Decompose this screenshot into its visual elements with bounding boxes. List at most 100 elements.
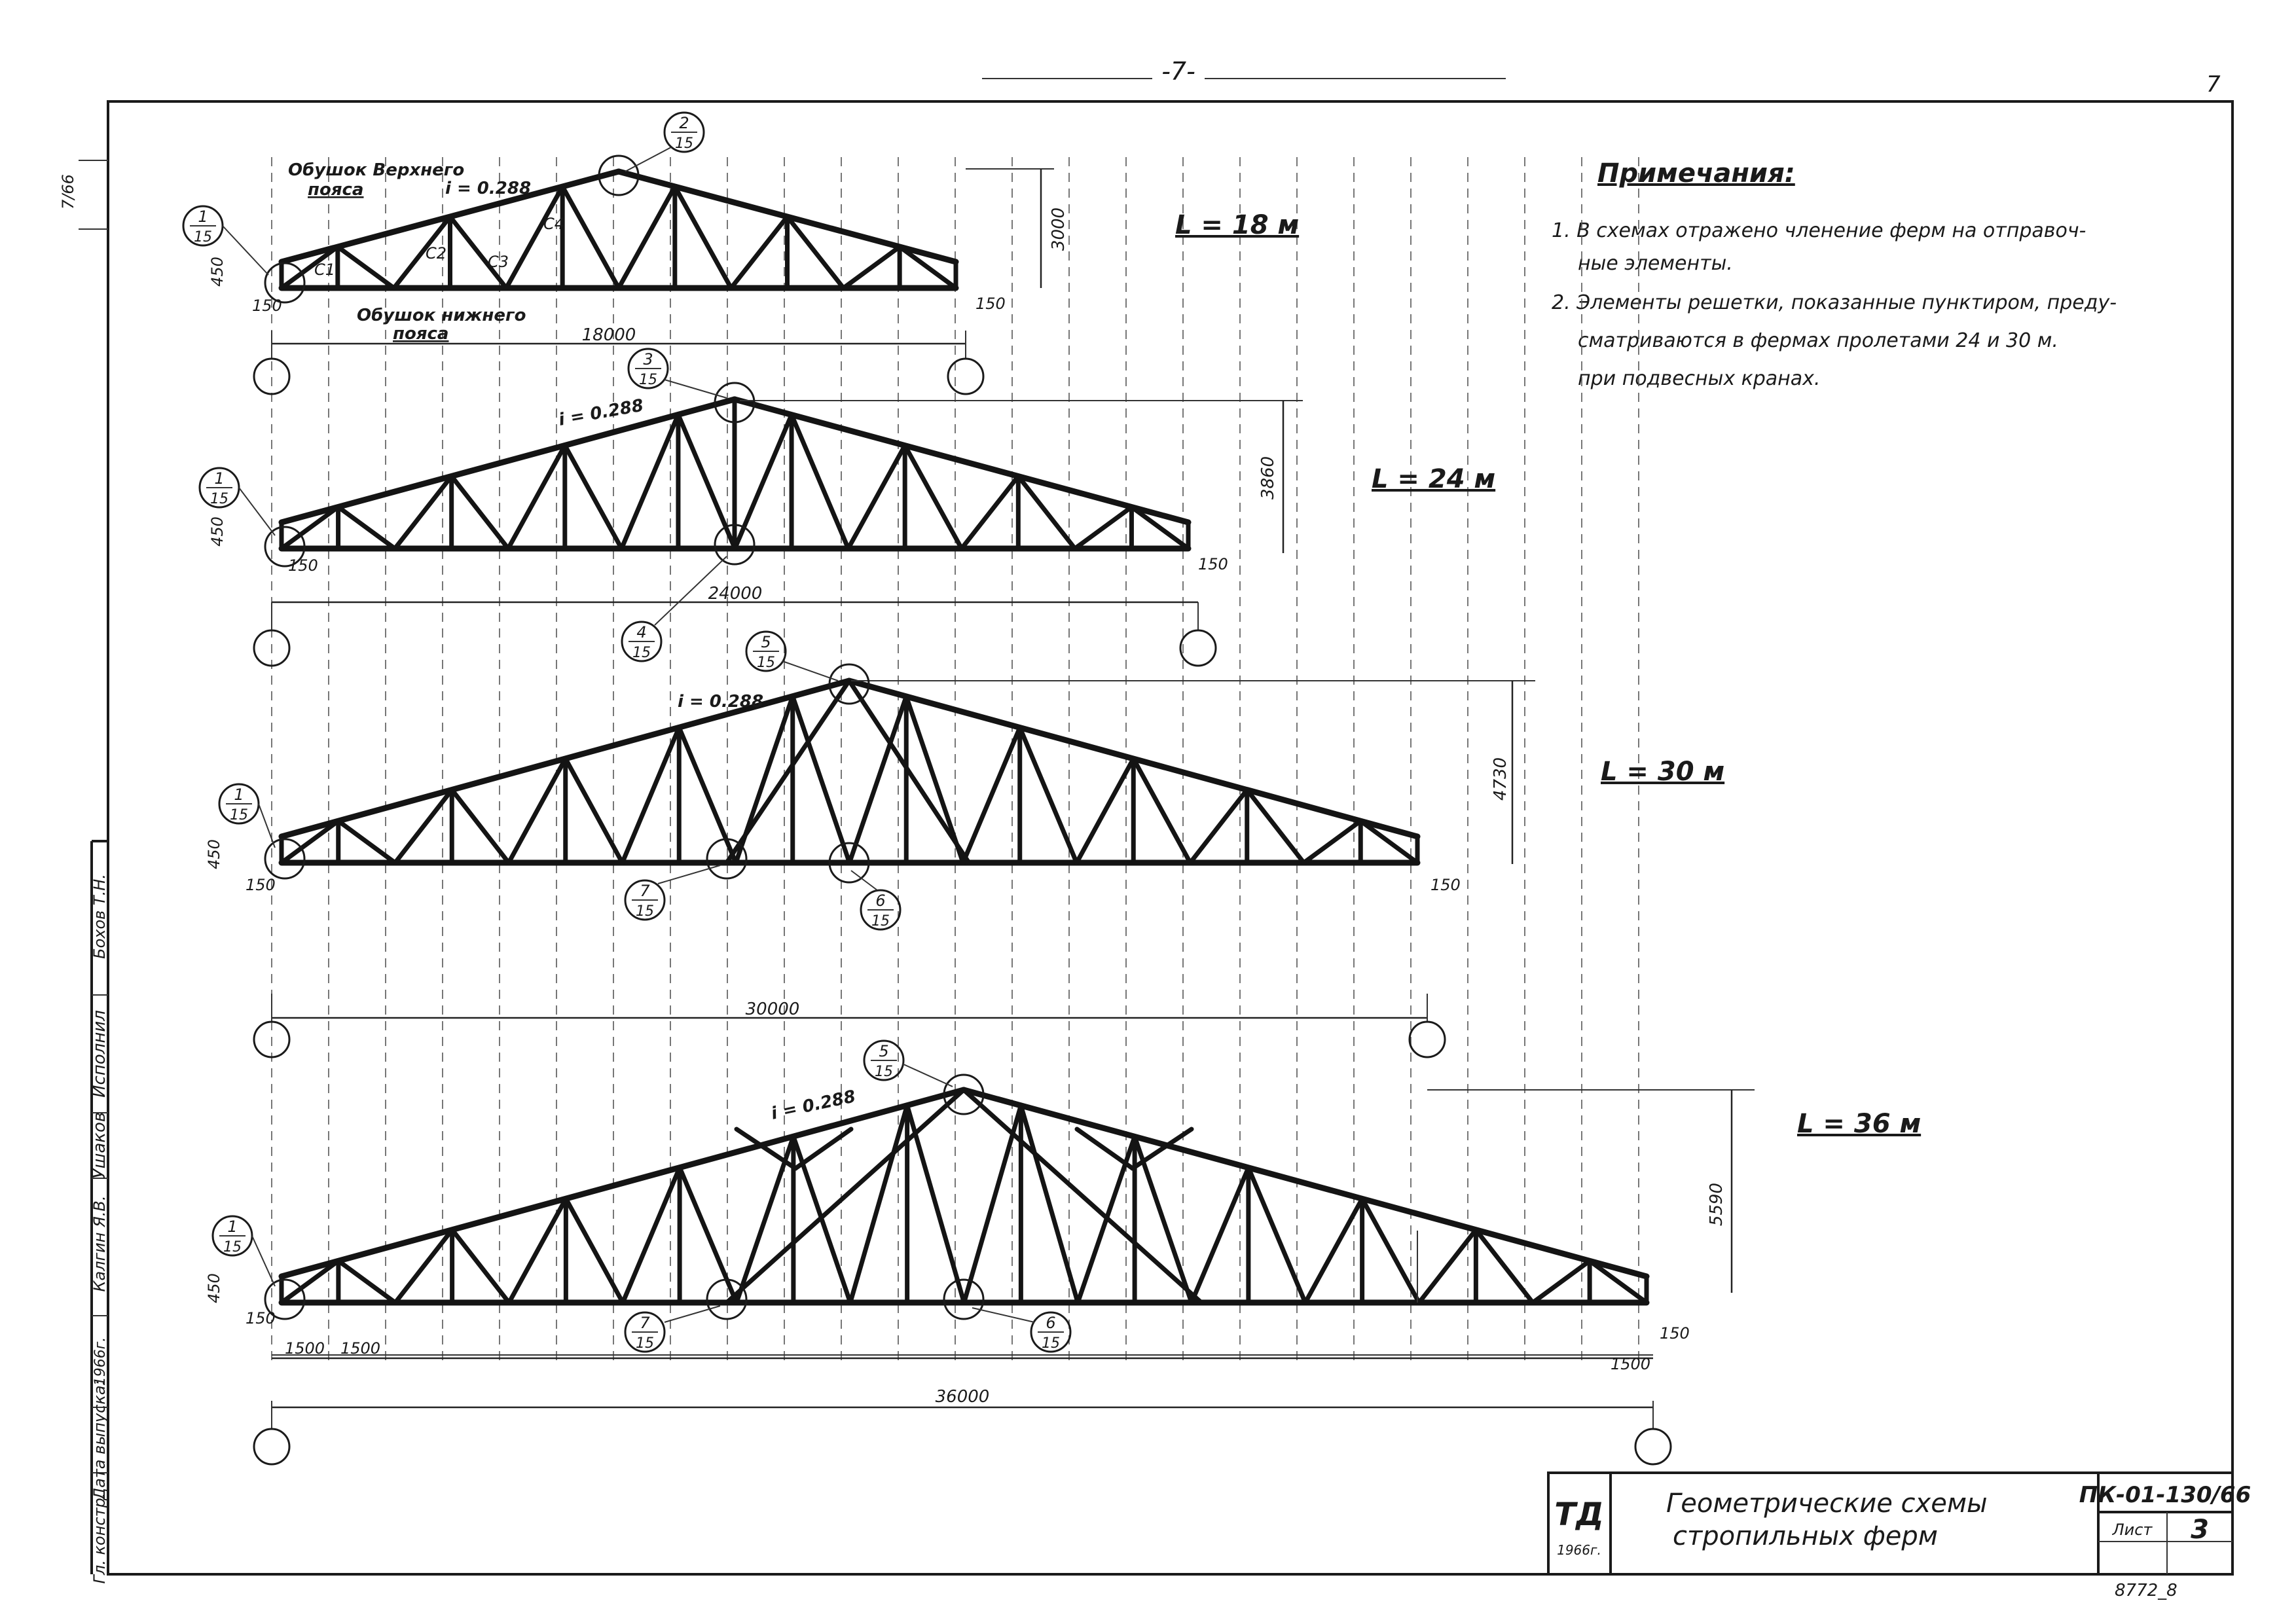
web-diagonal [672,184,734,291]
callout-node-1-l36: 115 [211,1215,253,1257]
callout-leader [850,870,878,891]
web-diagonal [960,725,1023,865]
web-diagonal [1074,756,1136,865]
callout-leader [902,1063,953,1087]
notes-title: Примечания: [1597,158,1795,189]
web-diagonal [563,1196,625,1305]
callout-node-1-l24: 115 [198,467,240,509]
joint-circle [828,842,870,884]
web-special [793,1127,854,1171]
callout-number: 2 [679,114,689,132]
joint-circle [598,154,640,196]
slope-label-l36: i = 0.288 [769,1087,857,1124]
web-diagonal [449,787,511,865]
note-line-3: 2. Элементы решетки, показанные пунктиро… [1552,291,2117,314]
callout-number: 7 [640,882,650,900]
web-diagonal [336,818,397,865]
web-diagonal [1129,505,1191,551]
callout-circle [863,1039,905,1081]
stamp-name-ushakov: Ушаков [90,1112,109,1180]
callout-sheet: 15 [871,913,890,929]
callout-circle [627,348,669,389]
callout-leader [654,556,727,626]
height-dim-l24: 3860 [1258,456,1278,499]
drawing-frame [107,100,2234,1576]
callout-number: 1 [234,785,244,804]
web-special [847,678,972,865]
web-diagonal [392,214,452,291]
web-special [1130,1127,1194,1171]
callout-sheet: 15 [875,1064,893,1080]
web-diagonal [620,725,682,865]
stamp-date: 1966г. [92,1337,109,1386]
web-diagonal [905,1103,966,1305]
callout-sheet: 15 [230,807,248,823]
web-diagonal [1358,818,1420,865]
axis-circle [1408,1020,1446,1058]
web-diagonal [1017,725,1079,865]
web-diagonal [903,694,966,865]
callout-number: 6 [875,892,885,910]
note-line-2: ные элементы. [1578,252,1733,275]
offset-right-l36: 150 [1660,1324,1690,1343]
offset-left-l18: 150 [252,297,282,315]
callout-sheet: 15 [757,655,775,671]
web-special [724,678,852,865]
span-label-l18: L = 18 м [1175,210,1299,240]
axis-circle [253,1428,291,1466]
web-diagonal [1018,1103,1080,1305]
web-diagonal [729,214,790,291]
web-diagonal [562,442,624,551]
callout-leader [664,1305,721,1323]
callout-number: 5 [761,633,771,651]
span-label-l30: L = 30 м [1601,757,1724,787]
callout-leader [222,225,269,276]
callout-circle [860,889,902,931]
offset-left-l24: 150 [288,556,318,575]
callout-number: 6 [1046,1314,1055,1332]
web-diagonal [393,1227,455,1305]
joint-circle [264,526,306,568]
callout-leader [625,147,672,172]
offset-left-l36: 150 [246,1309,276,1327]
offset-right-l24: 150 [1198,555,1228,573]
axis-circle [1179,629,1217,667]
member-label-c4: C4 [543,215,564,233]
org-mark: ТД [1554,1496,1604,1533]
web-diagonal [785,214,846,291]
joint-circle [828,663,870,705]
offset-left-l30: 150 [246,876,276,894]
callout-number: 7 [640,1314,650,1332]
upper-chord-note-2: пояса [308,180,363,200]
span-dim-l18: 18000 [582,325,636,345]
callout-sheet: 15 [636,903,654,920]
sheet-number: 3 [2191,1515,2209,1545]
callout-number: 1 [198,208,208,226]
callout-node-7-l36: 715 [624,1311,666,1353]
web-diagonal [279,244,340,291]
end-height-l18: 450 [208,257,227,287]
web-diagonal [448,214,509,291]
title-block: ТД 1966г. Геометрические схемы стропильн… [1547,1471,2251,1600]
web-diagonal [279,504,341,551]
callout-circle [1030,1311,1072,1353]
stamp-role-chief: Гл. констр. [90,1493,109,1584]
upper-chord-left [278,1087,967,1280]
offset-right-l30: 150 [1430,876,1461,894]
web-diagonal [560,184,621,291]
callout-sheet: 15 [675,135,693,152]
span-dim-l24: 24000 [708,584,763,604]
note-line-1: 1. В схемах отражено членение ферм на от… [1552,219,2086,242]
joint-circle [943,1278,985,1320]
stamp-role-executor: Исполнил [90,1010,109,1098]
callout-leader [251,1235,276,1287]
web-diagonal [336,504,397,551]
span-dim-l36: 36000 [936,1387,990,1407]
callout-number: 1 [227,1218,237,1236]
web-diagonal [1303,1196,1365,1305]
callout-node-1-l30: 115 [218,783,260,825]
web-diagonal [505,442,568,551]
axis-circle [253,1020,291,1058]
axis-markers [253,331,1672,1466]
